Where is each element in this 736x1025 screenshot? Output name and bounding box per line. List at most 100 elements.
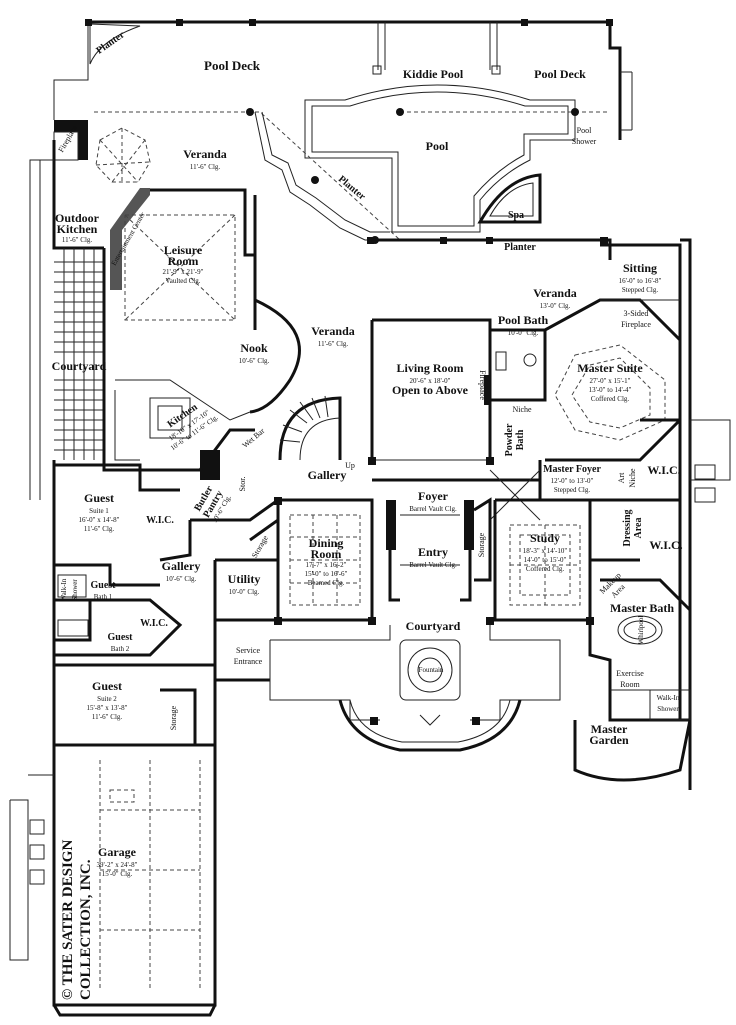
room-name: Master Bath xyxy=(610,601,674,615)
room-name: Art xyxy=(617,472,626,483)
room-name: Guest xyxy=(84,491,114,505)
room-detail: 14'-0" to 15'-0" xyxy=(524,556,567,564)
room-name: Veranda xyxy=(311,324,355,338)
room-name: Pool Deck xyxy=(534,67,586,81)
niche-label: Niche xyxy=(512,405,532,414)
room-name: Utility xyxy=(228,572,261,586)
wic-guest2-label: W.I.C. xyxy=(140,618,168,629)
room-name: W.I.C. xyxy=(649,538,682,552)
room-detail: Fireplace xyxy=(621,320,651,329)
room-detail: Beamed Clg. xyxy=(308,579,345,587)
room-detail: 11'-6" Clg. xyxy=(318,340,349,348)
room-name: Veranda xyxy=(533,286,577,300)
room-name: W.I.C. xyxy=(146,515,174,526)
nook-label: Nook 10'-6" Clg. xyxy=(239,341,270,365)
room-name: Master Foyer xyxy=(543,464,601,475)
room-detail: 10'-6" Clg. xyxy=(239,357,270,365)
courtyard-left-label: Courtyard xyxy=(52,359,107,373)
room-detail: 10'-0" Clg. xyxy=(229,588,260,596)
room-detail: 13'-0" to 14'-4" xyxy=(589,386,632,394)
room-name: Veranda xyxy=(183,147,227,161)
veranda-mid-label: Veranda 11'-6" Clg. xyxy=(311,324,355,348)
living-room-label: Living Room 20'-6" x 18'-0"Open to Above xyxy=(392,361,469,397)
fireplace-living-label: Fireplace xyxy=(478,370,487,400)
room-name: Guest xyxy=(91,580,117,591)
room-name: Nook xyxy=(240,341,268,355)
room-detail: Garden xyxy=(589,733,629,747)
room-name: Leisure xyxy=(164,243,203,257)
room-name: Planter xyxy=(504,242,536,253)
room-name: Exercise xyxy=(616,669,644,678)
room-detail: 27'-0" x 15'-1" xyxy=(590,377,631,385)
main-walls xyxy=(9,140,731,1017)
room-name: Dining xyxy=(309,536,344,550)
room-detail: Barrel Vault Clg. xyxy=(409,505,457,513)
room-name: Whirlpool xyxy=(637,616,645,645)
room-detail: Coffered Clg. xyxy=(591,395,630,403)
pool-deck-structure xyxy=(53,20,633,241)
room-name: Courtyard xyxy=(406,619,461,633)
room-detail: 20'-6" x 18'-0" xyxy=(410,377,451,385)
room-detail: Kitchen xyxy=(57,222,98,236)
room-name: Storage xyxy=(169,705,178,730)
pool-deck-left-label: Pool Deck xyxy=(204,58,261,73)
room-name: Kiddie Pool xyxy=(403,67,464,81)
room-name: Garage xyxy=(98,845,137,859)
room-detail: Bath 2 xyxy=(111,645,130,653)
room-detail: Stepped Clg. xyxy=(622,286,658,294)
room-name: 3-Sided xyxy=(624,309,649,318)
room-name: Service xyxy=(236,646,260,655)
room-detail: 11'-6" Clg. xyxy=(190,163,221,171)
room-detail: 11'-6" Clg. xyxy=(62,236,93,244)
copyright-line-2: COLLECTION, INC. xyxy=(78,859,94,1000)
room-detail: Room xyxy=(311,547,342,561)
wic-guest1-label: W.I.C. xyxy=(146,515,174,526)
room-detail: 12'-0" to 13'-0" xyxy=(551,477,594,485)
storage-entry-label: Storage xyxy=(477,532,486,557)
storage-guest2-label: Storage xyxy=(169,705,178,730)
spa-label: Spa xyxy=(508,210,524,221)
room-name: Pool xyxy=(577,126,592,135)
courtyard-paving xyxy=(54,248,104,460)
room-detail: Open to Above xyxy=(392,383,469,397)
room-name: Dressing xyxy=(622,509,633,546)
up-label: Up xyxy=(345,461,355,470)
pool-label: Pool xyxy=(426,139,449,153)
room-detail: Bath xyxy=(515,429,526,450)
room-detail: Suite 1 xyxy=(89,507,109,515)
room-detail: Room xyxy=(620,680,640,689)
room-name: Gallery xyxy=(162,559,201,573)
room-detail: Area xyxy=(633,518,644,539)
room-name: Fountain xyxy=(419,666,444,674)
fountain-label: Fountain xyxy=(419,666,444,674)
room-name: Pool Bath xyxy=(498,313,549,327)
room-detail: Vaulted Clg. xyxy=(166,277,201,285)
room-name: Guest xyxy=(108,632,134,643)
pool-deck-right-label: Pool Deck xyxy=(534,67,586,81)
room-name: Living Room xyxy=(396,361,463,375)
room-detail: Barrel Vault Clg. xyxy=(409,561,457,569)
room-detail: Shower xyxy=(572,137,597,146)
room-detail: 18'-3" x 14'-10" xyxy=(523,547,568,555)
room-detail: Shower xyxy=(71,579,79,601)
